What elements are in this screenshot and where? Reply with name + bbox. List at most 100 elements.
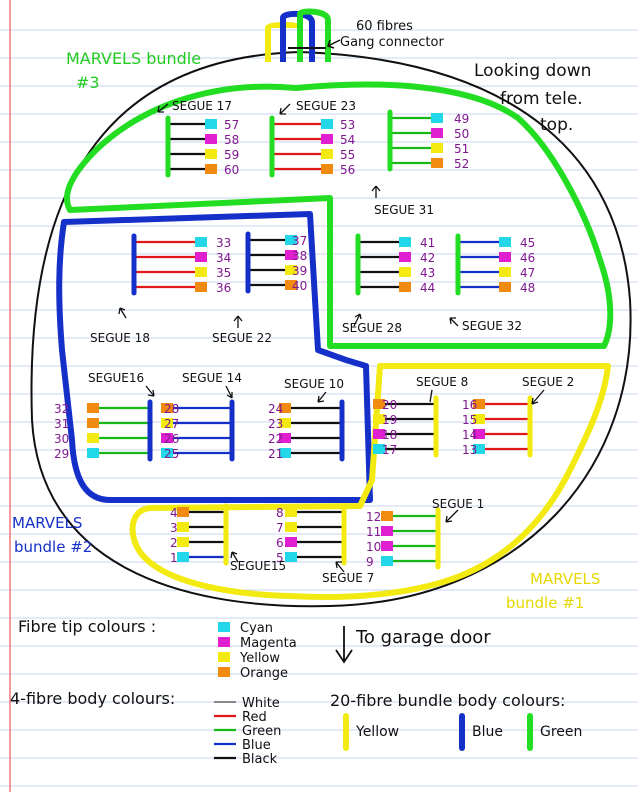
fibre-number-47: 47 [520, 266, 535, 280]
fibre-tip-22 [279, 433, 291, 443]
bundle-colours-title: 20-fibre bundle body colours: [330, 691, 565, 710]
fibre-tip-10 [381, 541, 393, 551]
fibre-tip-52 [431, 158, 443, 168]
fibres-note: 60 fibres [356, 19, 413, 34]
fibre-tip-31 [87, 418, 99, 428]
fibre-number-36: 36 [216, 281, 231, 295]
fibre-number-8: 8 [276, 506, 284, 520]
tip-swatch-yellow [218, 652, 230, 662]
gang-arrow-icon [327, 39, 341, 49]
fibre-tip-55 [321, 149, 333, 159]
green-bundle-route [64, 81, 614, 349]
fibre-tip-6 [285, 537, 297, 547]
segue-14-label: SEGUE 14 [182, 371, 242, 385]
fibre-tip-13 [473, 444, 485, 454]
fibre-tip-34 [195, 252, 207, 262]
fibre-number-34: 34 [216, 251, 231, 265]
fibre-number-48: 48 [520, 281, 535, 295]
fibre-number-49: 49 [454, 112, 469, 126]
bundle-label-green: Green [540, 724, 582, 740]
fibre-number-45: 45 [520, 236, 535, 250]
bundle-label-blue: Blue [472, 724, 503, 740]
segue-10-label: SEGUE 10 [284, 377, 344, 391]
fibre-tip-40 [285, 280, 297, 290]
fibre-tip-28 [161, 403, 173, 413]
fibre-number-53: 53 [340, 118, 355, 132]
segue-22-label: SEGUE 22 [212, 331, 272, 345]
fibre-number-18: 18 [382, 428, 397, 442]
yellow-bundle-route [129, 363, 611, 600]
fibre-number-59: 59 [224, 148, 239, 162]
fibre-number-20: 20 [382, 398, 397, 412]
fibre-number-6: 6 [276, 536, 284, 550]
fibre-tip-49 [431, 113, 443, 123]
fibre-number-46: 46 [520, 251, 535, 265]
fibre-tip-32 [87, 403, 99, 413]
fibre-tip-25 [161, 448, 173, 458]
fibre-tip-8 [285, 507, 297, 517]
fibre-tip-41 [399, 237, 411, 247]
view-note-line1: Looking down [474, 61, 591, 81]
fibre-tip-4 [177, 507, 189, 517]
body-label-white: White [242, 696, 280, 711]
fibre-tip-2 [177, 537, 189, 547]
fibre-number-7: 7 [276, 521, 284, 535]
gang-connector [265, 8, 331, 62]
green-bundle-label-line2: #3 [76, 73, 100, 92]
fibre-number-33: 33 [216, 236, 231, 250]
fibre-tip-43 [399, 267, 411, 277]
fibre-tip-16 [473, 399, 485, 409]
segue-8-label: SEGUE 8 [416, 375, 468, 389]
fibre-tip-58 [205, 134, 217, 144]
fibre-tip-27 [161, 418, 173, 428]
body-colours-title: 4-fibre body colours: [10, 689, 175, 708]
blue-bundle-route [56, 211, 373, 503]
fibre-number-14: 14 [462, 428, 477, 442]
fibre-tip-21 [279, 448, 291, 458]
fibre-number-1: 1 [170, 551, 178, 565]
fibre-number-42: 42 [420, 251, 435, 265]
fibre-number-60: 60 [224, 163, 239, 177]
bundle-colour-legend: Yellow Blue Green [343, 713, 582, 751]
segue-1-label: SEGUE 1 [432, 497, 484, 511]
segue-18-label: SEGUE 18 [90, 331, 150, 345]
bundle-label-yellow: Yellow [355, 724, 399, 740]
fibre-tip-24 [279, 403, 291, 413]
fibre-number-56: 56 [340, 163, 355, 177]
fibre-number-58: 58 [224, 133, 239, 147]
fibre-tip-37 [285, 235, 297, 245]
fibre-number-11: 11 [366, 525, 381, 539]
fibre-number-57: 57 [224, 118, 239, 132]
fibre-number-44: 44 [420, 281, 435, 295]
fibre-tip-20 [373, 399, 385, 409]
fibre-tip-18 [373, 429, 385, 439]
fibre-number-17: 17 [382, 443, 397, 457]
green-bundle-label-line1: MARVELS bundle [66, 49, 201, 68]
fibre-number-55: 55 [340, 148, 355, 162]
fibre-number-50: 50 [454, 127, 469, 141]
fibre-tip-42 [399, 252, 411, 262]
fibre-number-39: 39 [292, 264, 307, 278]
fibre-number-10: 10 [366, 540, 381, 554]
fibre-number-31: 31 [54, 417, 69, 431]
fibre-number-25: 25 [164, 447, 179, 461]
fibre-tip-14 [473, 429, 485, 439]
fibre-number-27: 27 [164, 417, 179, 431]
fibre-tip-7 [285, 522, 297, 532]
segue-16-label: SEGUE16 [88, 371, 144, 385]
yellow-bundle-label-line1: MARVELS [530, 570, 600, 588]
fibre-number-23: 23 [268, 417, 283, 431]
gang-connector-note: Gang connector [340, 35, 444, 50]
blue-bundle-label-line2: bundle #2 [14, 538, 92, 556]
fibre-tip-60 [205, 164, 217, 174]
fibre-number-12: 12 [366, 510, 381, 524]
